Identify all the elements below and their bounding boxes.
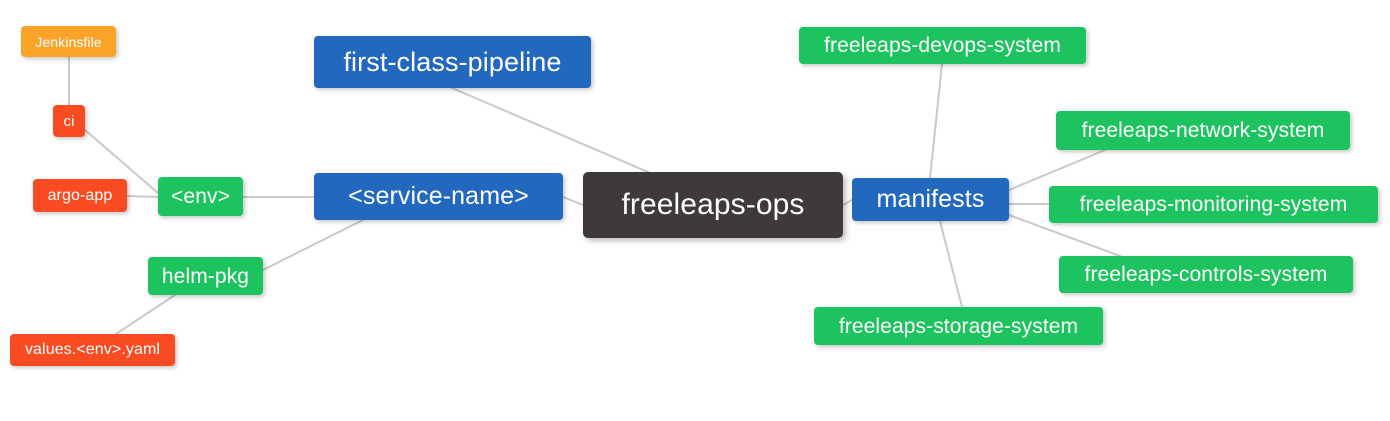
mindmap-node-values-env-yaml[interactable]: values.<env>.yaml <box>10 334 175 366</box>
mindmap-node-service-name[interactable]: <service-name> <box>314 173 563 220</box>
mindmap-node-label: freeleaps-ops <box>621 188 805 221</box>
mindmap-node-label: freeleaps-controls-system <box>1084 263 1328 286</box>
edge-service-name-to-helm-pkg <box>262 219 364 271</box>
mindmap-node-label: freeleaps-devops-system <box>824 34 1061 57</box>
mindmap-node-label: <env> <box>171 185 230 208</box>
mindmap-node-helm-pkg[interactable]: helm-pkg <box>148 257 263 295</box>
mindmap-node-freeleaps-devops-system[interactable]: freeleaps-devops-system <box>799 27 1086 64</box>
edge-freeleaps-ops-to-manifests <box>842 199 853 206</box>
mindmap-node-argo-app[interactable]: argo-app <box>33 179 127 212</box>
edge-manifests-to-freeleaps-network-system <box>1008 149 1106 191</box>
mindmap-node-ci[interactable]: ci <box>53 105 85 137</box>
mindmap-node-freeleaps-monitoring-system[interactable]: freeleaps-monitoring-system <box>1049 186 1378 223</box>
mindmap-node-label: values.<env>.yaml <box>24 341 161 358</box>
mindmap-node-first-class-pipeline[interactable]: first-class-pipeline <box>314 36 591 88</box>
edge-freeleaps-ops-to-service-name <box>562 196 584 206</box>
edge-manifests-to-freeleaps-devops-system <box>929 63 943 179</box>
edge-freeleaps-ops-to-first-class-pipeline <box>451 87 649 173</box>
mindmap-node-label: Jenkinsfile <box>35 33 102 50</box>
mindmap-node-label: ci <box>63 112 75 130</box>
mindmap-node-freeleaps-storage-system[interactable]: freeleaps-storage-system <box>814 307 1103 345</box>
mindmap-node-jenkinsfile[interactable]: Jenkinsfile <box>21 26 116 57</box>
mindmap-node-label: argo-app <box>47 186 113 204</box>
mindmap-node-env[interactable]: <env> <box>158 177 243 216</box>
mindmap-node-label: <service-name> <box>348 182 529 210</box>
edge-helm-pkg-to-values-env-yaml <box>115 294 176 335</box>
mindmap-node-label: freeleaps-network-system <box>1081 119 1325 142</box>
mindmap-node-label: freeleaps-monitoring-system <box>1079 193 1348 216</box>
edge-env-to-argo-app <box>126 195 159 198</box>
mindmap-node-label: first-class-pipeline <box>343 46 562 77</box>
mindmap-node-freeleaps-controls-system[interactable]: freeleaps-controls-system <box>1059 256 1353 293</box>
mindmap-node-freeleaps-network-system[interactable]: freeleaps-network-system <box>1056 111 1350 150</box>
mindmap-node-label: manifests <box>876 185 985 213</box>
mindmap-node-label: helm-pkg <box>161 264 250 288</box>
mindmap-node-freeleaps-ops[interactable]: freeleaps-ops <box>583 172 843 238</box>
edge-manifests-to-freeleaps-storage-system <box>939 220 963 308</box>
mindmap-node-label: freeleaps-storage-system <box>838 314 1079 338</box>
mindmap-node-manifests[interactable]: manifests <box>852 178 1009 221</box>
